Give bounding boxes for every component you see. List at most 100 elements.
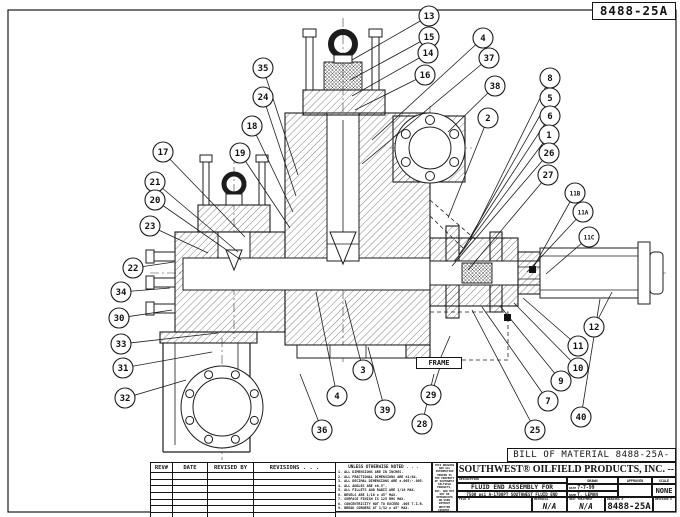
callout-4: 4 bbox=[326, 385, 348, 407]
callout-20: 20 bbox=[144, 189, 166, 211]
svg-text:19: 19 bbox=[235, 149, 246, 159]
suction-cover-flange bbox=[394, 112, 466, 184]
callout-11B: 11B bbox=[564, 182, 586, 204]
sheet-border bbox=[7, 9, 677, 513]
drawing-number-label: DRAWING # bbox=[607, 497, 624, 501]
svg-text:17: 17 bbox=[158, 148, 169, 158]
description-label-cell: DESCRIPTION bbox=[457, 477, 567, 483]
note-item: 9. BREAK CORNERS AT 1/32 x 45° MAX. bbox=[338, 506, 410, 510]
frame-outline bbox=[429, 311, 509, 361]
callout-39: 39 bbox=[374, 399, 396, 421]
callout-12: 12 bbox=[583, 316, 605, 338]
drawn-header: DRAWN bbox=[567, 477, 618, 484]
approved-header: APPROVED bbox=[618, 477, 652, 484]
svg-text:11B: 11B bbox=[570, 190, 581, 197]
svg-text:4: 4 bbox=[480, 34, 486, 44]
svg-text:33: 33 bbox=[116, 340, 127, 350]
date-label: DATE bbox=[569, 486, 577, 490]
revision-row bbox=[150, 485, 336, 494]
revision-row bbox=[150, 498, 336, 507]
svg-text:12: 12 bbox=[589, 323, 600, 333]
revision-row bbox=[150, 512, 336, 517]
name-value: T. LEMAN bbox=[577, 493, 598, 497]
callout-21: 21 bbox=[144, 171, 166, 193]
svg-text:9: 9 bbox=[558, 377, 563, 387]
material-cell: MATERIAL N/A bbox=[532, 497, 567, 512]
svg-text:39: 39 bbox=[380, 406, 391, 416]
callout-11C: 11C bbox=[578, 226, 600, 248]
svg-text:27: 27 bbox=[543, 171, 554, 181]
svg-text:28: 28 bbox=[417, 420, 428, 430]
svg-text:7: 7 bbox=[545, 397, 550, 407]
svg-text:23: 23 bbox=[145, 222, 156, 232]
file-cell: FILE # G:\USERS\ACAD\ASSEMBLY\8488-25B bbox=[457, 497, 532, 512]
svg-text:18: 18 bbox=[247, 122, 258, 132]
svg-text:25: 25 bbox=[530, 426, 541, 436]
revision-header: REVISIONS . . . bbox=[253, 462, 336, 473]
revision-number-label: REVISION # bbox=[655, 497, 672, 501]
callout-25: 25 bbox=[524, 419, 546, 441]
approved-cell bbox=[618, 484, 652, 497]
heat-treat-value: N/A bbox=[579, 501, 593, 511]
side-studs bbox=[145, 249, 176, 316]
callout-5: 5 bbox=[539, 87, 561, 109]
svg-text:37: 37 bbox=[484, 54, 495, 64]
svg-text:22: 22 bbox=[128, 264, 139, 274]
company-title: SOUTHWEST® OILFIELD PRODUCTS, INC. -- HO… bbox=[457, 462, 676, 477]
heat-treat-cell: HEAT TREATMENT N/A bbox=[567, 497, 605, 512]
callout-13: 13 bbox=[418, 5, 440, 27]
suction-pipe-flange bbox=[159, 331, 264, 453]
mounting-foot bbox=[296, 344, 431, 359]
callout-4: 4 bbox=[472, 27, 494, 49]
svg-text:24: 24 bbox=[258, 93, 269, 103]
note-item: 7. SURFACE FINISH IS 125 RMS MAX. bbox=[338, 497, 406, 501]
callout-17: 17 bbox=[152, 141, 174, 163]
revision-row bbox=[150, 492, 336, 500]
material-value: N/A bbox=[542, 501, 557, 511]
callout-1: 1 bbox=[538, 124, 560, 146]
svg-text:2: 2 bbox=[485, 114, 490, 124]
callout-28: 28 bbox=[411, 413, 433, 435]
description-line2: 7500 psi A-1700PT SOUTHWEST FLUID END bbox=[457, 491, 567, 497]
revision-header: DATE bbox=[172, 462, 208, 473]
date-cell: DATE 7-7-99 bbox=[567, 484, 618, 491]
svg-text:32: 32 bbox=[120, 394, 131, 404]
note-item: 4. ALL ANGLES ARE ±0.5°. bbox=[338, 483, 387, 488]
name-label: NAME bbox=[569, 493, 577, 497]
svg-text:40: 40 bbox=[576, 413, 587, 423]
callout-34: 34 bbox=[110, 281, 132, 303]
callout-11: 11 bbox=[567, 335, 589, 357]
callout-3: 3 bbox=[352, 359, 374, 381]
heat-treat-label: HEAT TREATMENT bbox=[569, 497, 593, 501]
svg-text:3: 3 bbox=[360, 366, 365, 376]
bill-of-material-box: BILL OF MATERIAL 8488-25A-BM bbox=[507, 448, 676, 462]
callout-29: 29 bbox=[420, 384, 442, 406]
corner-reference-box: 8488-25A bbox=[592, 2, 676, 20]
material-label: MATERIAL bbox=[534, 497, 549, 501]
callout-6: 6 bbox=[539, 105, 561, 127]
callout-36: 36 bbox=[311, 419, 333, 441]
left-cover-assembly bbox=[197, 154, 271, 233]
revision-row bbox=[150, 472, 336, 480]
note-item: 2. ALL FRACTIONAL DIMENSIONS ARE ±1/64. bbox=[338, 474, 418, 479]
scale-value: NONE bbox=[652, 484, 676, 497]
revision-row bbox=[150, 478, 336, 487]
frame-label: FRAME bbox=[416, 357, 462, 369]
name-cell: NAME T. LEMAN bbox=[567, 491, 618, 497]
svg-text:35: 35 bbox=[258, 64, 269, 74]
note-item: 1. ALL DIMENSIONS ARE IN INCHES. bbox=[338, 470, 404, 474]
callout-30: 30 bbox=[108, 307, 130, 329]
revision-number-cell: REVISION # bbox=[653, 497, 676, 512]
notes-heading: UNLESS OTHERWISE NOTED . . . bbox=[348, 464, 419, 469]
svg-text:21: 21 bbox=[150, 178, 161, 188]
scale-header: SCALE bbox=[652, 477, 676, 484]
callout-15: 15 bbox=[418, 26, 440, 48]
callout-7: 7 bbox=[537, 390, 559, 412]
svg-text:14: 14 bbox=[423, 49, 434, 59]
svg-text:38: 38 bbox=[490, 82, 501, 92]
callout-32: 32 bbox=[114, 387, 136, 409]
